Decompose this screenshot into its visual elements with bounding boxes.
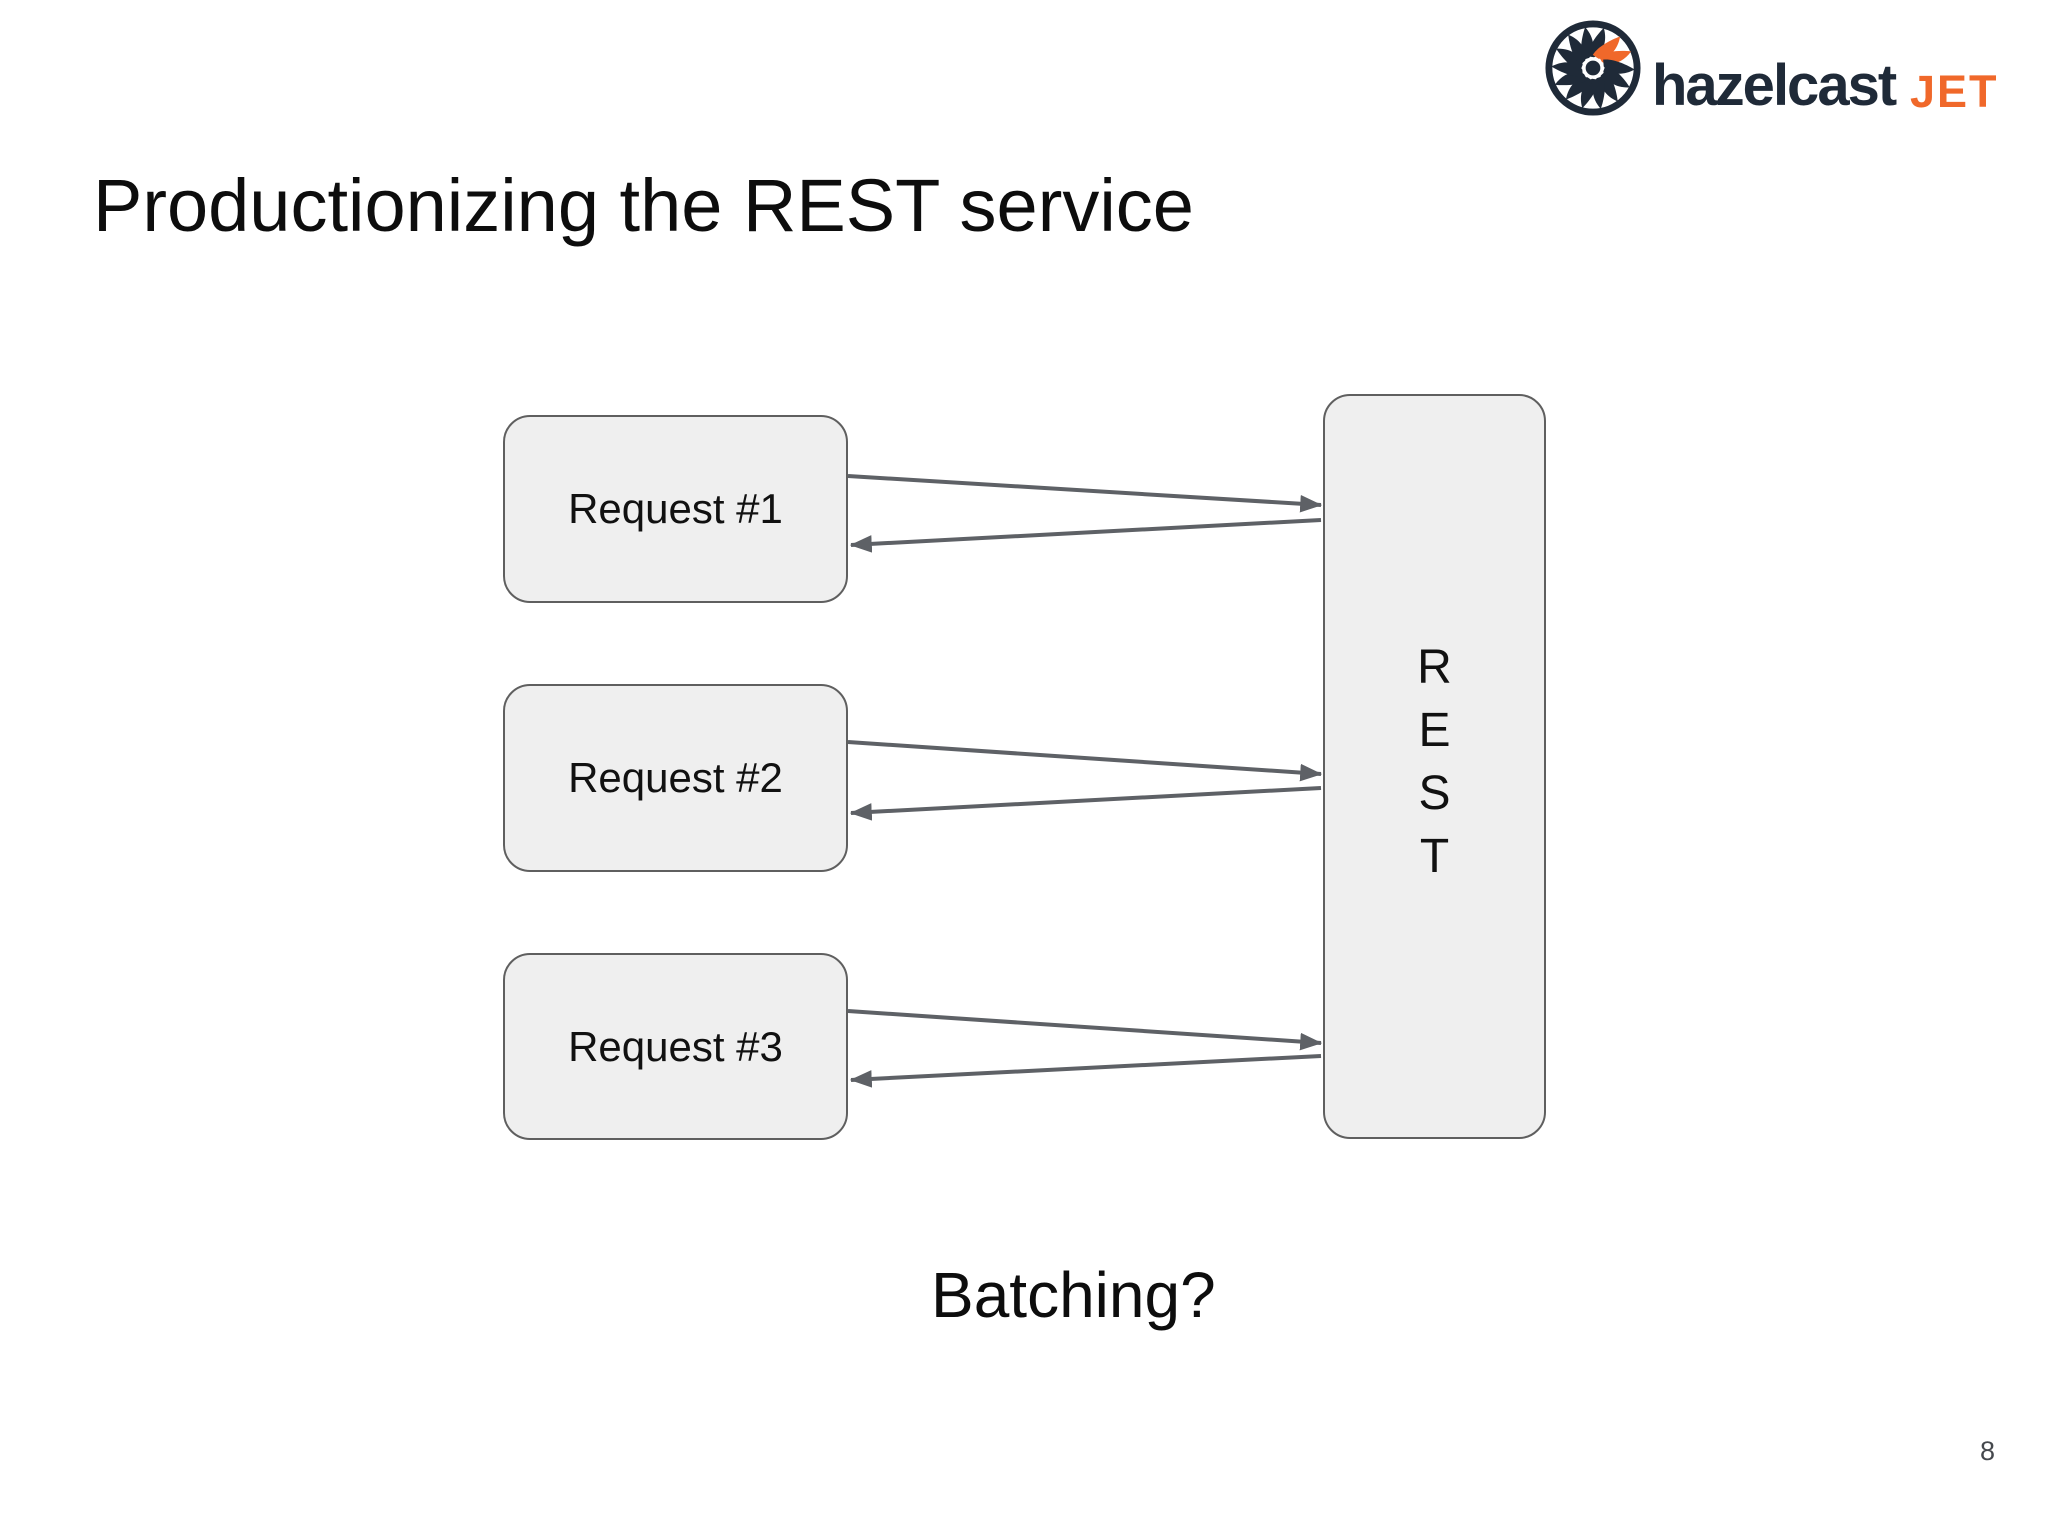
arrow-rest-to-request2 <box>849 786 1322 821</box>
arrow-rest-to-request3 <box>849 1054 1322 1088</box>
page-number: 8 <box>1980 1436 1996 1466</box>
node-label-request2: Request #2 <box>568 754 783 801</box>
diagram-node-request2: Request #2 <box>503 684 848 872</box>
arrow-request3-to-rest <box>847 1009 1323 1051</box>
hazelcast-pinwheel-icon <box>1545 20 1641 116</box>
logo-product-text: JET <box>1910 66 1999 117</box>
diagram-node-rest: REST <box>1323 394 1546 1139</box>
diagram-node-request1: Request #1 <box>503 415 848 603</box>
diagram-node-request3: Request #3 <box>503 953 848 1140</box>
arrow-request1-to-rest <box>847 474 1323 513</box>
node-label-request3: Request #3 <box>568 1022 783 1070</box>
logo-brand-text: hazelcast <box>1652 53 1897 118</box>
arrow-rest-to-request1 <box>849 518 1322 553</box>
arrow-request2-to-rest <box>847 740 1323 782</box>
hazelcast-jet-logo: hazelcast JET <box>1544 19 2014 119</box>
slide-title: Productionizing the REST service <box>93 164 1194 247</box>
node-label-rest: REST <box>1408 640 1461 893</box>
slide-caption: Batching? <box>931 1259 1216 1331</box>
node-label-request1: Request #1 <box>568 485 783 532</box>
